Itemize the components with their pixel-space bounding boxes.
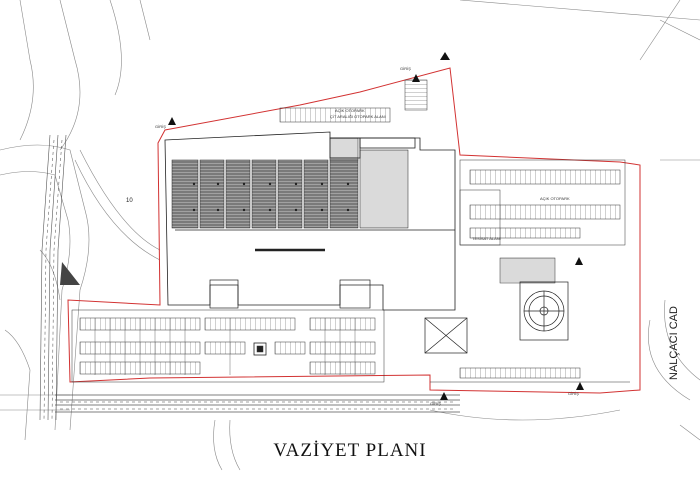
open-area <box>424 317 468 354</box>
site-boundary <box>67 67 641 394</box>
label-east-park: AÇIK OTOPARK <box>540 196 570 201</box>
south-parking <box>71 309 385 383</box>
context-roads <box>0 0 241 471</box>
main-road <box>55 394 460 413</box>
plan-title: VAZİYET PLANI <box>273 440 427 461</box>
street-label: NALÇACI CAD <box>668 306 680 380</box>
context-roads-right <box>429 0 700 441</box>
label-north-sub: ÇİT ARALIĞI OTOPARK ALANI <box>330 114 386 119</box>
label-north-garden: AÇIK OTOPARK <box>335 108 365 113</box>
label-gate-2: GİRİŞ <box>430 401 441 406</box>
entry-markers <box>168 52 584 400</box>
east-parking <box>459 159 626 284</box>
traffic-island <box>60 262 80 285</box>
label-east-ramp: TESİSAT ALANI <box>472 236 501 241</box>
label-gate-1: GİRİŞ <box>155 124 166 129</box>
ramp-structure <box>519 281 569 341</box>
plot-number: 10 <box>126 198 133 204</box>
north-parking <box>279 79 428 123</box>
label-gate-3: GİRİŞ <box>568 391 579 396</box>
label-gate-4: GİRİŞ <box>400 66 411 71</box>
roof-modules <box>171 137 409 229</box>
